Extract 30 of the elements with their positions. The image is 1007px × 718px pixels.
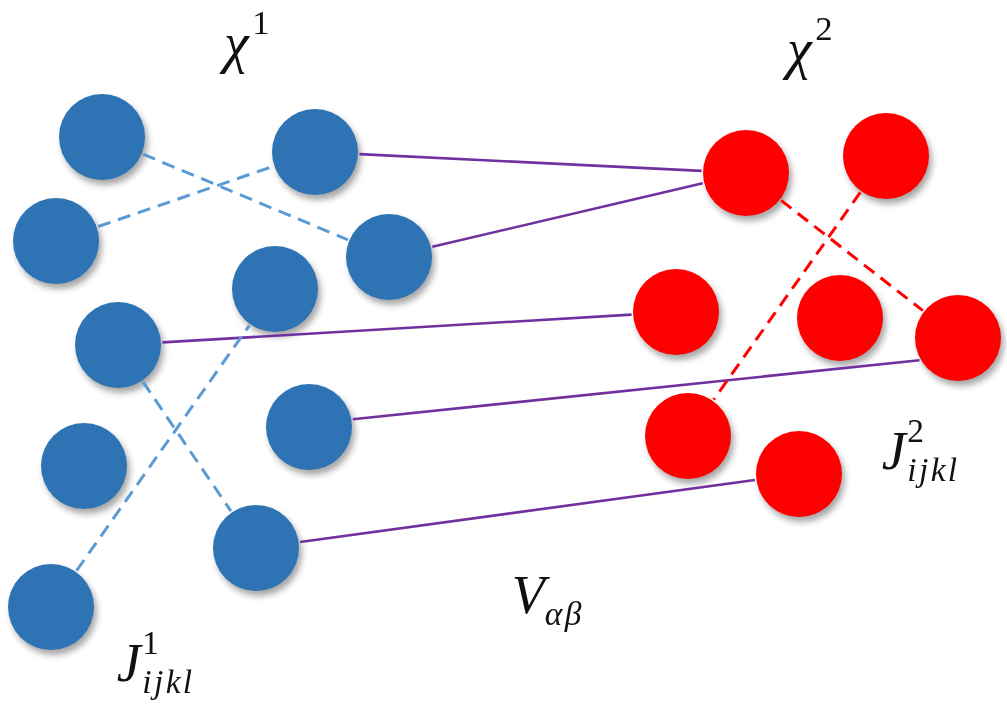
node-circle [75,302,161,388]
math-label: χ$^{1}$ [214,8,278,78]
dashed-connector [712,191,862,401]
node-circle [266,384,352,470]
node-circle [843,113,929,199]
dashed-connector [75,324,251,572]
node-circle [232,246,318,332]
node-circle [703,130,789,216]
node-circle [756,431,842,517]
connector-line [352,358,920,421]
math-label: χ$^{2}$ [777,14,841,84]
node-circle [13,198,99,284]
node-circle [645,393,731,479]
connector-line [432,181,703,249]
dashed-connector [780,199,924,312]
node-circle [213,505,299,591]
connector-line [299,478,756,544]
dashed-connector [142,152,349,242]
node-circle [797,275,883,361]
node-circle [41,423,127,509]
node-circle [59,94,145,180]
node-circle [346,214,432,300]
connector-line [359,152,702,173]
math-label: V$_{αβ}$ [510,564,585,630]
node-circle [915,295,1001,381]
dashed-connector [141,380,233,513]
connector-line [162,313,632,344]
node-circle [8,564,94,650]
node-circle [633,269,719,355]
node-circle [272,109,358,195]
